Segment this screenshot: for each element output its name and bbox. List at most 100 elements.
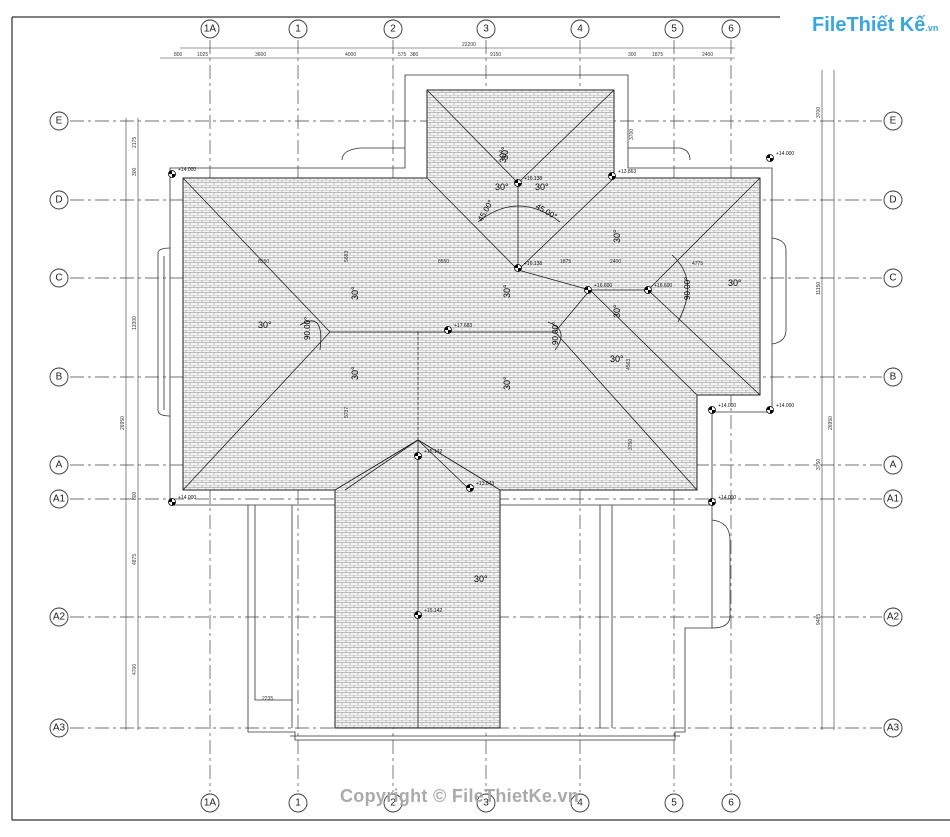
dim-top-segment: 300 <box>628 52 637 58</box>
grid-bubble-label: 5 <box>671 798 677 809</box>
dim-left: 4875 <box>132 554 138 565</box>
dim-top-segment: 800 <box>174 52 183 58</box>
slope-label: 30° <box>495 182 509 192</box>
level-label: +14.000 <box>718 403 736 409</box>
dim-right: 3750 <box>816 459 822 470</box>
dim-left: 26950 <box>120 416 126 430</box>
dim-right: 3700 <box>816 107 822 118</box>
slope-label: 30° <box>502 284 512 298</box>
dim-left: 2175 <box>132 137 138 148</box>
dim-left: 13300 <box>132 316 138 330</box>
grid-bubble-C <box>49 268 69 288</box>
grid-bubble-label: 4 <box>577 798 583 809</box>
level-label: +13.863 <box>618 169 636 175</box>
level-label: +16.138 <box>524 176 542 182</box>
grid-bubble-label: A1 <box>887 494 900 505</box>
grid-bubble-A <box>49 455 69 475</box>
dim-top-segment: 380 <box>410 52 419 58</box>
dim-top-segment: 3600 <box>255 52 266 58</box>
grid-bubble-B <box>883 367 903 387</box>
grid-bubble-E <box>883 111 903 131</box>
grid-bubble-D <box>883 190 903 210</box>
slope-label: 30° <box>258 320 272 330</box>
grid-bubble-2 <box>383 19 403 39</box>
dim-top-segment: 9150 <box>490 52 501 58</box>
grid-bubble-label: 3 <box>483 798 489 809</box>
angle-label: 90.00° <box>551 322 560 345</box>
dim-right: 9485 <box>816 614 822 625</box>
slope-label: 30° <box>612 229 622 243</box>
grid-bubble-label: 1 <box>295 798 301 809</box>
grid-bubble-label: 2 <box>390 24 396 35</box>
grid-bubble-label: 6 <box>728 798 734 809</box>
angle-label: 90.00° <box>303 317 312 340</box>
grid-bubble-label: A <box>890 460 897 471</box>
level-label: +14.000 <box>776 403 794 409</box>
grid-bubble-4 <box>570 793 590 813</box>
slope-label: 30° <box>502 376 512 390</box>
dim-inner: 2400 <box>610 259 621 265</box>
level-label: +14.000 <box>718 495 736 501</box>
dim-inner: 3700 <box>629 129 635 140</box>
grid-bubble-label: 5 <box>671 24 677 35</box>
dim-left: 800 <box>132 491 138 500</box>
filethietke-logo: FileThiết Kế.vn <box>812 14 939 36</box>
grid-bubble-1 <box>288 793 308 813</box>
dim-top-segment: 1025 <box>197 52 208 58</box>
grid-bubble-E <box>49 111 69 131</box>
dim-top-segment: 2400 <box>702 52 713 58</box>
level-label: +15.142 <box>424 608 442 614</box>
level-label: +15.142 <box>424 449 442 455</box>
grid-bubble-B <box>49 367 69 387</box>
grid-bubble-label: A3 <box>53 723 66 734</box>
grid-bubble-A <box>883 455 903 475</box>
slope-label: 30° <box>500 146 510 160</box>
grid-bubble-A1 <box>883 489 903 509</box>
roof-ridges <box>182 89 761 728</box>
slope-label: 30° <box>612 304 622 318</box>
level-label: +17.683 <box>454 323 472 329</box>
grid-bubble-label: B <box>890 372 897 383</box>
grid-bubble-1 <box>288 19 308 39</box>
grid-bubble-1A <box>200 19 220 39</box>
roof-main <box>182 89 761 729</box>
grid-bubble-5 <box>664 793 684 813</box>
grid-bubble-6 <box>721 793 741 813</box>
slope-label: 30° <box>535 182 549 192</box>
slope-label: 30° <box>728 278 742 288</box>
grid-bubble-2 <box>383 793 403 813</box>
grid-bubble-label: E <box>890 116 897 127</box>
grid-bubble-label: D <box>889 195 896 206</box>
level-label: +14.000 <box>178 495 196 501</box>
dim-top-overall: 22200 <box>462 42 476 48</box>
grid-bubble-A3 <box>49 718 69 738</box>
grid-bubble-label: 2 <box>390 798 396 809</box>
dim-top-segment: 1875 <box>652 52 663 58</box>
grid-bubble-A2 <box>49 607 69 627</box>
grid-bubble-label: E <box>56 116 63 127</box>
grid-bubble-D <box>49 190 69 210</box>
roof-front-wing <box>334 439 501 729</box>
grid-bubble-A2 <box>883 607 903 627</box>
level-label: +14.000 <box>776 151 794 157</box>
copyright-watermark: Copyright © FileThietKe.vn <box>340 786 580 806</box>
dim-inner: 8550 <box>438 259 449 265</box>
slope-label: 30° <box>350 366 360 380</box>
level-label: +13.843 <box>476 481 494 487</box>
slope-label: 30° <box>474 574 488 584</box>
level-label: +16.600 <box>594 283 612 289</box>
grid-bubble-label: A <box>56 460 63 471</box>
dim-top-segment: 575 <box>398 52 407 58</box>
dim-right: 11150 <box>816 282 822 295</box>
grid-bubble-label: A3 <box>887 723 900 734</box>
grid-bubble-1A <box>200 793 220 813</box>
grid-bubble-label: D <box>55 195 62 206</box>
dim-inner: 4563 <box>626 359 632 370</box>
grid-bubble-5 <box>664 19 684 39</box>
dim-right: 26950 <box>828 416 834 430</box>
grid-bubble-label: A1 <box>53 494 66 505</box>
grid-bubble-C <box>883 268 903 288</box>
grid-bubble-label: 3 <box>483 24 489 35</box>
